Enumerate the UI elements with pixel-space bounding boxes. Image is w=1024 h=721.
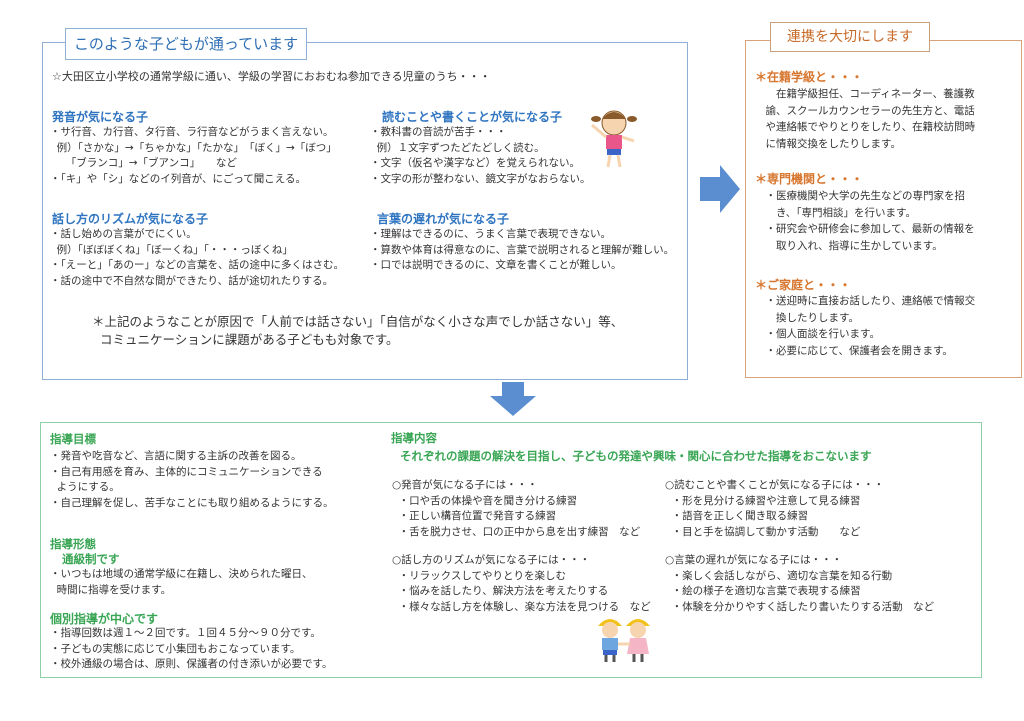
text-line: ・リラックスしてやりとりを楽しむ: [392, 569, 567, 582]
section-heading: ＊専門機関と・・・: [755, 172, 864, 186]
text-line: ・指導回数は週１～２回です。１回４５分～９０分です。: [50, 627, 321, 639]
form-lines: ・いつもは地域の通常学級に在籍し、決められた曜日、 時間に指導を受けます。: [50, 567, 313, 598]
section-heading: ＊在籍学級と・・・: [755, 70, 864, 84]
text-line: ・体験を分かりやすく話したり書いたりする活動 など: [665, 600, 935, 613]
intro-text: ☆大田区立小学校の通常学級に通い、学級の学習におおむね参加できる児童のうち・・・: [52, 70, 491, 83]
text-line: ＊上記のようなことが原因で「人前では話さない」「自信がなく小さな声でしか話さない…: [92, 314, 624, 329]
content-group: ○言葉の遅れが気になる子には・・・ ・楽しく会話しながら、適切な言葉を知る行動 …: [665, 553, 934, 615]
text-line: ・様々な話し方を体験し、楽な方法を見つける など: [392, 600, 651, 613]
text-line: ・子どもの実態に応じて小集団もおこなっています。: [50, 642, 301, 655]
arrow-right-icon: [700, 165, 740, 213]
children-box: [42, 42, 688, 380]
text-line: 例）１文字ずつたどたどしく読む。: [370, 141, 545, 154]
content-group: ○発音が気になる子には・・・ ・口や舌の体操や音を聞き分ける練習 ・正しい構音位…: [392, 478, 640, 540]
text-line: ・自己理解を促し、苦手なことにも取り組めるようにする。: [50, 496, 334, 509]
text-line: ・個人面談を行います。: [755, 328, 880, 340]
text-line: ○発音が気になる子には・・・: [392, 479, 538, 491]
form-subheading: 通級制です: [62, 552, 120, 566]
children-box-title: このような子どもが通っています: [65, 28, 307, 60]
content-group: ○話し方のリズムが気になる子には・・・ ・リラックスしてやりとりを楽しむ ・悩み…: [392, 553, 651, 615]
text-line: 換したりします。: [755, 311, 859, 324]
text-line: ・目と手を協調して動かす活動 など: [665, 525, 861, 538]
text-line: 例）「さかな」→「ちゃかな」「たかな」 「ぼく」→「ぼつ」: [50, 141, 337, 154]
section-lines: ・送迎時に直接お話したり、連絡帳で情報交 換したりします。 ・個人面談を行います…: [755, 293, 975, 359]
text-line: ○話し方のリズムが気になる子には・・・: [392, 554, 591, 566]
note: ＊上記のようなことが原因で「人前では話さない」「自信がなく小さな声でしか話さない…: [92, 313, 623, 349]
text-line: ・文字の形が整わない、鏡文字がなおらない。: [370, 172, 591, 185]
text-line: ・形を見分ける練習や注意して見る練習: [665, 494, 861, 507]
individual-heading: 個別指導が中心です: [50, 612, 159, 626]
text-line: 取り入れ、指導に生かしています。: [755, 239, 943, 252]
text-line: ・いつもは地域の通常学級に在籍し、決められた曜日、: [50, 568, 313, 580]
text-line: ・口では説明できるのに、文章を書くことが難しい。: [370, 259, 622, 271]
text-line: ・語音を正しく聞き取る練習: [665, 510, 809, 522]
content-heading: 指導内容: [391, 431, 437, 445]
text-line: ・悩みを話したり、解決方法を考えたりする: [392, 585, 609, 597]
group-heading: 読むことや書くことが気になる子: [382, 110, 563, 124]
text-line: コミュニケーションに課題がある子どもも対象です。: [92, 332, 399, 347]
form-heading: 指導形態: [50, 537, 96, 551]
content-subtitle: それぞれの課題の解決を目指し、子どもの発達や興味・関心に合わせた指導をおこないま…: [400, 449, 872, 463]
text-line: ・サ行音、カ行音、タ行音、ラ行音などがうまく言えない。: [50, 126, 334, 138]
text-line: ようにする。: [50, 481, 120, 493]
arrow-down-icon: [490, 382, 536, 416]
text-line: ・舌を脱力させ、口の正中から息を出す練習 など: [392, 525, 641, 538]
text-line: ・口や舌の体操や音を聞き分ける練習: [392, 494, 578, 507]
text-line: ○読むことや書くことが気になる子には・・・: [665, 479, 885, 491]
group-lines: ・サ行音、カ行音、タ行音、ラ行音などがうまく言えない。 例）「さかな」→「ちゃか…: [50, 125, 337, 187]
children-walking-illustration: [598, 619, 650, 662]
group-heading: 話し方のリズムが気になる子: [52, 212, 209, 226]
text-line: ・医療機関や大学の先生などの専門家を招: [755, 190, 965, 202]
content-group: ○読むことや書くことが気になる子には・・・ ・形を見分ける練習や注意して見る練習…: [665, 478, 884, 540]
text-line: ・発音や吃音など、言語に関する主訴の改善を図る。: [50, 450, 302, 462]
guidance-box: [40, 422, 982, 678]
text-line: ・必要に応じて、保護者会を開きます。: [755, 344, 953, 357]
group-heading: 言葉の遅れが気になる子: [377, 212, 510, 226]
goals-heading: 指導目標: [50, 432, 96, 446]
text-line: ・算数や体育は得意なのに、言葉で説明されると理解が難しい。: [370, 243, 675, 256]
text-line: 諭、スクールカウンセラーの先生方と、電話: [755, 104, 975, 117]
text-line: 在籍学級担任、コーディネーター、養護教: [755, 88, 975, 100]
text-line: 「ブランコ」→「ブアンコ」 など: [50, 157, 237, 169]
text-line: に情報交換をしたりします。: [755, 137, 901, 150]
text-line: き、「専門相談」を行います。: [755, 206, 916, 219]
group-lines: ・話し始めの言葉がでにくい。 例）「ぼぼぼくね」「ぼーくね」「・・・っぼくね」・…: [50, 227, 344, 289]
girl-illustration: [591, 110, 637, 168]
goals-lines: ・発音や吃音など、言語に関する主訴の改善を図る。・自己有用感を育み、主体的にコミ…: [50, 449, 334, 511]
text-line: 時間に指導を受けます。: [50, 583, 172, 596]
text-line: ・送迎時に直接お話したり、連絡帳で情報交: [755, 295, 976, 307]
text-line: ・「えーと」「あのー」などの言葉を、話の途中に多くはさむ。: [50, 259, 344, 271]
text-line: ・研究会や研修会に参加して、最新の情報を: [755, 223, 975, 235]
text-line: ・話の途中で不自然な間ができたり、話が途切れたりする。: [50, 274, 334, 287]
text-line: ・自己有用感を育み、主体的にコミュニケーションできる: [50, 465, 323, 478]
text-line: ・絵の様子を適切な言葉で表現する練習: [665, 585, 861, 597]
group-lines: ・教科書の音読が苦手・・・ 例）１文字ずつたどたどしく読む。・文字（仮名や漢字な…: [370, 125, 591, 187]
group-heading: 発音が気になる子: [52, 110, 149, 124]
group-lines: ・理解はできるのに、うまく言葉で表現できない。・算数や体育は得意なのに、言葉で説…: [370, 227, 674, 274]
text-line: ・校外通級の場合は、原則、保護者の付き添いが必要です。: [50, 658, 333, 670]
text-line: ・文字（仮名や漢字など）を覚えられない。: [370, 157, 580, 169]
section-lines: 在籍学級担任、コーディネーター、養護教 諭、スクールカウンセラーの先生方と、電話…: [755, 86, 975, 152]
text-line: ・教科書の音読が苦手・・・: [370, 126, 507, 138]
collaboration-box-title: 連携を大切にします: [770, 22, 930, 52]
text-line: ・「キ」や「シ」などのイ列音が、にごって聞こえる。: [50, 172, 306, 185]
text-line: ・正しい構音位置で発音する練習: [392, 510, 557, 522]
text-line: ・話し始めの言葉がでにくい。: [50, 228, 197, 240]
individual-lines: ・指導回数は週１～２回です。１回４５分～９０分です。・子どもの実態に応じて小集団…: [50, 626, 332, 673]
section-heading: ＊ご家庭と・・・: [755, 278, 852, 292]
text-line: 例）「ぼぼぼくね」「ぼーくね」「・・・っぼくね」: [50, 243, 293, 256]
text-line: や連絡帳でやりとりをしたり、在籍校訪問時: [755, 121, 976, 133]
section-lines: ・医療機関や大学の先生などの専門家を招 き、「専門相談」を行います。 ・研究会や…: [755, 188, 975, 254]
text-line: ・楽しく会話しながら、適切な言葉を知る行動: [665, 569, 893, 582]
text-line: ・理解はできるのに、うまく言葉で表現できない。: [370, 228, 611, 240]
text-line: ○言葉の遅れが気になる子には・・・: [665, 554, 843, 566]
